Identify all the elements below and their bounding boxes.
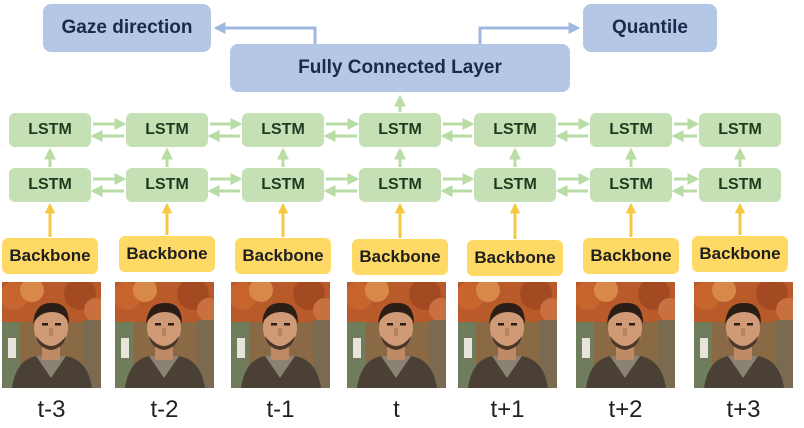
gaze-direction-label: Gaze direction: [61, 17, 193, 38]
quantile-box: Quantile: [583, 4, 717, 52]
lstm-bottom-3: LSTM: [242, 168, 324, 202]
time-label-4: t: [393, 396, 400, 423]
backbone-1: Backbone: [2, 238, 98, 274]
backbone-7: Backbone: [692, 236, 788, 272]
fully-connected-layer-box: Fully Connected Layer: [230, 44, 570, 92]
backbone-label: Backbone: [126, 244, 208, 263]
arrow-fc-to-quantile: [478, 22, 581, 44]
lstm-label: LSTM: [718, 121, 762, 138]
lstm-top-4: LSTM: [359, 113, 441, 147]
backbone-4: Backbone: [352, 239, 448, 275]
time-label-7: t+3: [726, 396, 761, 423]
lstm-top-2: LSTM: [126, 113, 208, 147]
lstm-label: LSTM: [145, 176, 189, 193]
video-frame-7: [694, 282, 793, 388]
arrow-fc-to-gaze: [213, 22, 317, 44]
video-frame-6: [576, 282, 675, 388]
time-label-6: t+2: [608, 396, 643, 423]
lstm-top-5: LSTM: [474, 113, 556, 147]
video-frame-1: [2, 282, 101, 388]
time-label-5: t+1: [490, 396, 525, 423]
lstm-top-3: LSTM: [242, 113, 324, 147]
lstm-label: LSTM: [493, 176, 537, 193]
lstm-top-7: LSTM: [699, 113, 781, 147]
lstm-bottom-6: LSTM: [590, 168, 672, 202]
video-frame-5: [458, 282, 557, 388]
lstm-label: LSTM: [718, 176, 762, 193]
backbone-3: Backbone: [235, 238, 331, 274]
lstm-top-1: LSTM: [9, 113, 91, 147]
lstm-bottom-4: LSTM: [359, 168, 441, 202]
lstm-label: LSTM: [609, 121, 653, 138]
backbone-label: Backbone: [242, 246, 324, 265]
lstm-label: LSTM: [493, 121, 537, 138]
lstm-label: LSTM: [261, 176, 305, 193]
backbone-label: Backbone: [9, 246, 91, 265]
time-label-3: t-1: [266, 396, 295, 423]
quantile-label: Quantile: [611, 17, 688, 38]
time-label-1: t-3: [37, 396, 66, 423]
lstm-label: LSTM: [28, 176, 72, 193]
video-frame-3: [231, 282, 330, 388]
backbone-label: Backbone: [474, 248, 556, 267]
time-label-2: t-2: [150, 396, 179, 423]
lstm-label: LSTM: [261, 121, 305, 138]
video-frame-2: [115, 282, 214, 388]
lstm-bottom-1: LSTM: [9, 168, 91, 202]
lstm-bottom-7: LSTM: [699, 168, 781, 202]
fully-connected-layer-label: Fully Connected Layer: [298, 57, 502, 78]
lstm-label: LSTM: [609, 176, 653, 193]
lstm-label: LSTM: [378, 176, 422, 193]
gaze-direction-box: Gaze direction: [43, 4, 211, 52]
lstm-bottom-2: LSTM: [126, 168, 208, 202]
backbone-2: Backbone: [119, 236, 215, 272]
lstm-label: LSTM: [145, 121, 189, 138]
video-frame-4: [347, 282, 446, 388]
backbone-label: Backbone: [699, 244, 781, 263]
lstm-label: LSTM: [28, 121, 72, 138]
backbone-label: Backbone: [359, 247, 441, 266]
lstm-bottom-5: LSTM: [474, 168, 556, 202]
lstm-label: LSTM: [378, 121, 422, 138]
backbone-label: Backbone: [590, 246, 672, 265]
backbone-6: Backbone: [583, 238, 679, 274]
backbone-5: Backbone: [467, 240, 563, 276]
lstm-top-6: LSTM: [590, 113, 672, 147]
